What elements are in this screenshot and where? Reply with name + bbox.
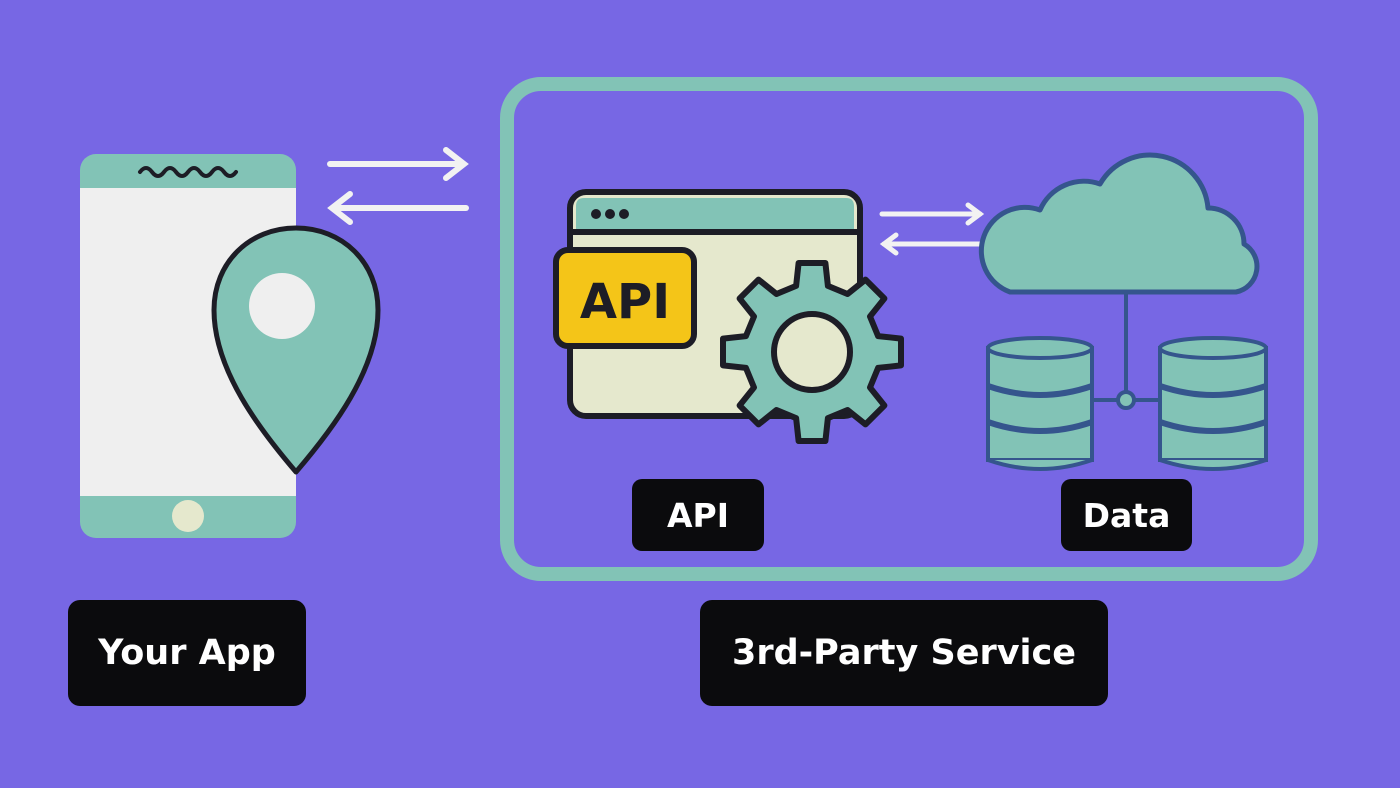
window-dot-icon bbox=[619, 209, 629, 219]
api-badge-text: API bbox=[580, 274, 670, 330]
app-to-service-arrow bbox=[327, 147, 469, 181]
gear-icon bbox=[720, 260, 904, 444]
network-connector bbox=[1092, 292, 1160, 410]
cloud-to-api-arrow bbox=[879, 232, 983, 256]
api-badge: API bbox=[553, 247, 697, 349]
window-dot-icon bbox=[591, 209, 601, 219]
location-pin-icon bbox=[211, 225, 381, 475]
data-label: Data bbox=[1061, 479, 1192, 551]
third-party-service-label: 3rd-Party Service bbox=[700, 600, 1108, 706]
window-dot-icon bbox=[605, 209, 615, 219]
api-to-cloud-arrow bbox=[879, 202, 985, 226]
api-label: API bbox=[632, 479, 764, 551]
cloud-icon bbox=[978, 152, 1260, 295]
service-to-app-arrow bbox=[327, 191, 469, 225]
your-app-label: Your App bbox=[68, 600, 306, 706]
gear-hole bbox=[771, 311, 853, 393]
third-party-service-frame bbox=[500, 77, 1318, 581]
database-icon bbox=[986, 336, 1094, 471]
database-icon bbox=[1158, 336, 1268, 471]
